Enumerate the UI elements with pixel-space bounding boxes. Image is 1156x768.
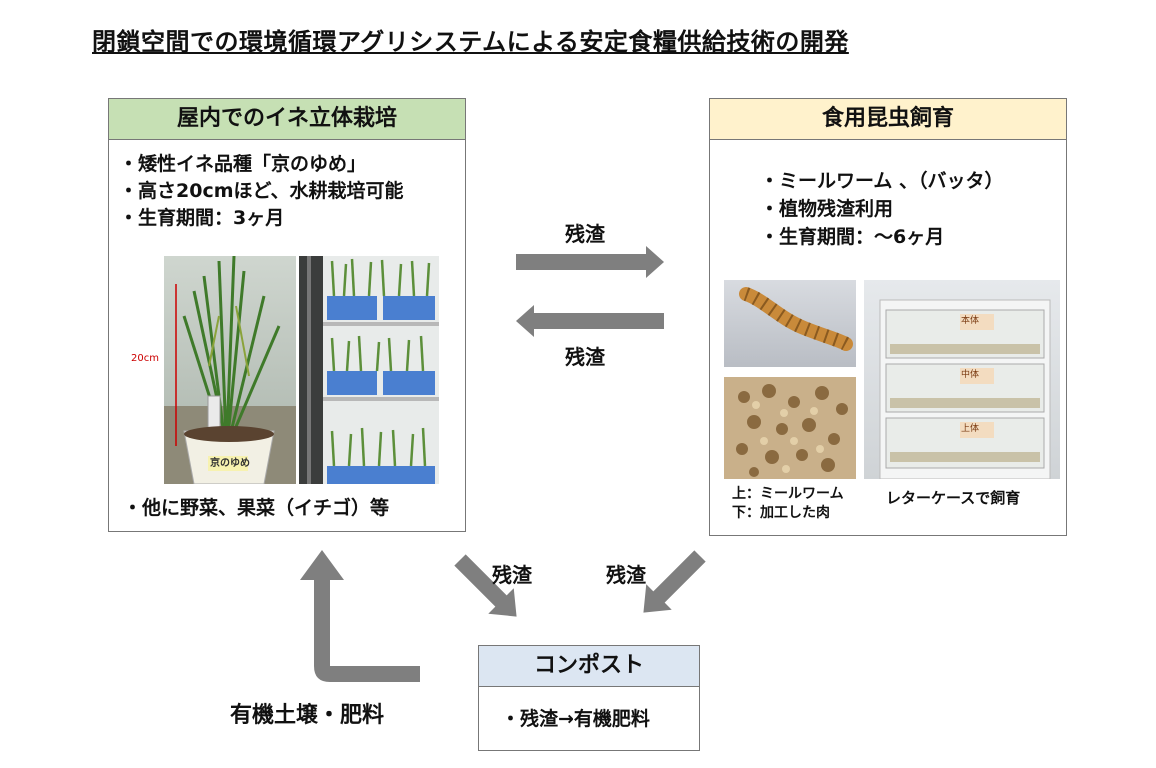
compost-box: コンポスト ・残渣→有機肥料 [478,645,700,751]
insect-bullet: ・生育期間：〜6ヶ月 [760,226,945,248]
flow-label-insect-to-compost: 残渣 [606,563,646,587]
processed-meat-photo [724,377,856,479]
rice-bullet: ・高さ20cmほど、水耕栽培可能 [119,180,404,202]
arrow-down-left-icon [643,550,706,613]
page-title: 閉鎖空間での環境循環アグリシステムによる安定食糧供給技術の開発 [92,28,849,56]
rice-pot-photo: 京のゆめ [164,256,296,484]
insect-bullet: ・ミールワーム 、（バッタ） [760,170,1004,192]
arrow-up-bend-icon [300,550,420,682]
flow-label-to-rice: 残渣 [565,345,605,369]
rice-cultivation-box: 屋内でのイネ立体栽培 ・矮性イネ品種「京のゆめ」 ・高さ20cmほど、水耕栽培可… [108,98,466,532]
insect-box-header: 食用昆虫飼育 [710,99,1066,140]
insect-caption-left: 上：ミールワーム 下：加工した肉 [732,485,844,523]
mealworm-photo [724,280,856,367]
compost-item: ・残渣→有機肥料 [501,708,650,730]
rice-bullet: ・生育期間：3ヶ月 [119,207,285,229]
rice-box-header: 屋内でのイネ立体栽培 [109,99,465,140]
rice-shelf-photo [299,256,439,484]
rice-footer: ・他に野菜、果菜（イチゴ）等 [123,497,390,519]
arrow-left-icon [516,305,664,337]
flow-label-compost-to-rice: 有機土壌・肥料 [230,703,385,728]
drawer-label: 本体 [961,316,980,326]
insect-bullets: ・ミールワーム 、（バッタ） ・植物残渣利用 ・生育期間：〜6ヶ月 [760,167,1004,251]
insect-bullet: ・植物残渣利用 [760,198,894,220]
letter-case-photo: 本体 中体 上体 [864,280,1060,479]
compost-box-header: コンポスト [479,646,699,687]
drawer-label: 中体 [961,370,980,380]
insect-rearing-box: 食用昆虫飼育 ・ミールワーム 、（バッタ） ・植物残渣利用 ・生育期間：〜6ヶ月 [709,98,1067,536]
drawer-label: 上体 [961,424,980,434]
caption-line: 上：ミールワーム [732,486,844,502]
caption-line: 下：加工した肉 [732,505,830,521]
rice-bullets: ・矮性イネ品種「京のゆめ」 ・高さ20cmほど、水耕栽培可能 ・生育期間：3ヶ月 [119,151,404,232]
arrow-right-icon [516,246,664,278]
arrow-down-right-icon [454,554,517,617]
rice-bullet: ・矮性イネ品種「京のゆめ」 [119,153,367,175]
flow-label-rice-to-compost: 残渣 [492,563,532,587]
pot-label: 京のゆめ [210,458,250,469]
flow-label-to-insect: 残渣 [565,222,605,246]
insect-caption-right: レターケースで飼育 [886,489,1021,507]
scale-label-20cm: 20cm [131,353,159,364]
